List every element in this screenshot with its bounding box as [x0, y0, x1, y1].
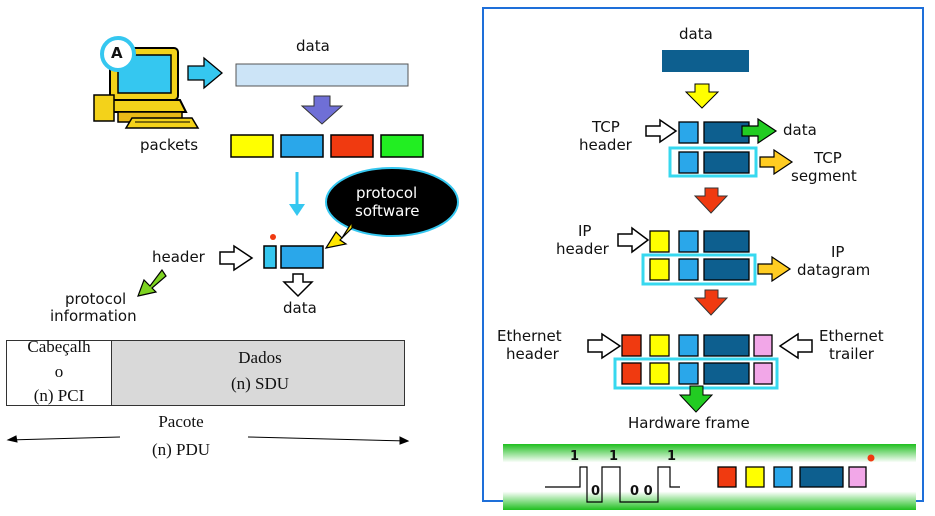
packet-yellow — [230, 134, 274, 158]
packet-blue — [280, 134, 324, 158]
signal-bit-1b: 1 — [609, 449, 619, 464]
left-diagram-graphics — [6, 36, 459, 445]
hardware-frame-label: Hardware frame — [628, 414, 750, 432]
computer-icon — [93, 36, 200, 129]
tcp-segment-line2: segment — [791, 167, 857, 185]
cyan-arrow-icon — [187, 56, 224, 90]
header-label: header — [152, 248, 205, 266]
data-small-box — [280, 245, 324, 269]
ip-header-line2: header — [556, 240, 609, 258]
tcp-segment-line1: TCP — [814, 149, 842, 167]
pdu-line1: Pacote — [158, 412, 204, 431]
header-small-box — [263, 245, 277, 269]
purple-down-arrow-icon — [300, 95, 344, 125]
pci-line3: (n) PCI — [33, 386, 85, 405]
yellow-arrow-icon — [324, 219, 353, 249]
signal-bit-0a: 0 — [591, 484, 601, 499]
ethernet-header-line2: header — [506, 345, 559, 363]
protocol-software-bubble — [325, 167, 459, 237]
data-bottom-label: data — [283, 299, 317, 317]
cyan-down-arrow-icon — [289, 172, 305, 216]
sdu-box — [111, 340, 405, 406]
pdu-line2: (n) PDU — [151, 440, 211, 459]
green-arrow-icon — [137, 268, 167, 297]
white-arrow-icon — [219, 244, 254, 272]
computer-badge: A — [111, 44, 123, 62]
protocol-software-line2: software — [355, 202, 420, 220]
tcp-header-line2: header — [579, 136, 632, 154]
ethernet-trailer-line1: Ethernet — [819, 327, 884, 345]
ip-datagram-line2: datagram — [797, 261, 871, 279]
ethernet-header-line1: Ethernet — [497, 327, 562, 345]
sdu-line2: (n) SDU — [230, 374, 290, 393]
protocol-information-line2: information — [50, 307, 137, 325]
white-down-arrow-icon — [282, 273, 314, 298]
signal-bit-1c: 1 — [667, 449, 677, 464]
data-bar — [235, 63, 409, 87]
tcp-data-arrow-label: data — [783, 121, 817, 139]
packet-red — [330, 134, 374, 158]
pci-box — [6, 340, 112, 406]
pci-line1: Cabeçalh — [27, 337, 91, 356]
pci-line2: o — [54, 362, 64, 381]
right-data-label: data — [679, 25, 713, 43]
protocol-information-line1: protocol — [65, 290, 127, 308]
packet-green — [380, 134, 424, 158]
protocol-software-line1: protocol — [356, 184, 418, 202]
ip-datagram-line1: IP — [831, 243, 845, 261]
red-dot — [270, 234, 276, 240]
sdu-line1: Dados — [238, 348, 282, 367]
ip-header-line1: IP — [578, 222, 592, 240]
packets-label: packets — [140, 136, 199, 154]
data-label: data — [296, 37, 330, 55]
pdu-span-arrows — [6, 435, 410, 445]
ethernet-trailer-line2: trailer — [829, 345, 874, 363]
signal-bit-00: 0 0 — [630, 484, 653, 499]
signal-bit-1a: 1 — [570, 449, 580, 464]
tcp-header-line1: TCP — [592, 118, 620, 136]
